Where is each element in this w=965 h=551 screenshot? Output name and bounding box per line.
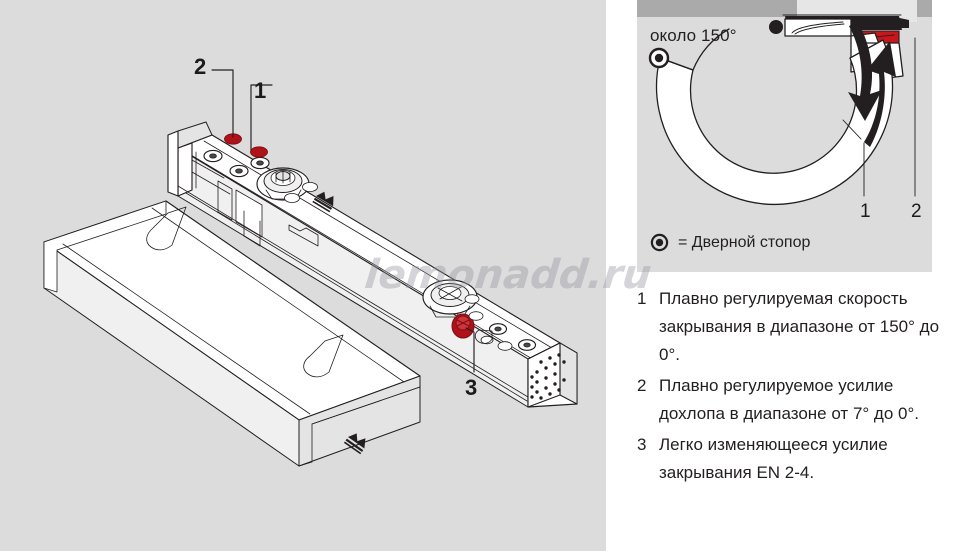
right-end-cap	[527, 342, 578, 408]
adjustment-screws	[203, 149, 270, 178]
callout-3-left: 3	[465, 375, 478, 400]
leader-lines-right	[863, 37, 916, 197]
perforation-grid	[530, 353, 566, 400]
callout-1-right: 1	[860, 201, 871, 222]
swing-arc-diagram: .aln { fill:none; stroke:#231f20; stroke…	[648, 14, 916, 206]
left-illustration-panel: .ln { fill:none; stroke:#231f20; stroke-…	[0, 0, 606, 551]
callout-2-left: 2	[194, 54, 207, 79]
door-stop-symbol-icon	[650, 233, 669, 252]
note-text: Легко изменяющееся усилие закрывания EN …	[659, 435, 888, 482]
force-adjust-screw-red	[451, 313, 475, 339]
note-text: Плавно регулируемое усилие дохлопа в диа…	[659, 376, 919, 423]
swing-arc-band	[655, 28, 894, 206]
note-item: 3 Легко изменяющееся усилие закрывания E…	[637, 431, 957, 487]
callout-2-right: 2	[911, 201, 922, 222]
note-number: 2	[637, 376, 647, 395]
swing-angle-label: около 150°	[650, 26, 737, 45]
note-number: 1	[637, 289, 647, 308]
pinion-housing	[256, 167, 310, 201]
notes-list: 1 Плавно регулируемая скорость закрывани…	[637, 285, 957, 490]
door-stop-marker	[648, 47, 670, 69]
brand-logo-channel	[343, 433, 366, 455]
callout-1-left: 1	[254, 78, 267, 103]
note-item: 2 Плавно регулируемое усилие дохлопа в д…	[637, 372, 957, 428]
cover-channel	[43, 200, 421, 467]
legend: = Дверной стопор	[650, 233, 810, 252]
brand-logo-body	[312, 191, 334, 213]
legend-label: = Дверной стопор	[678, 233, 811, 251]
note-item: 1 Плавно регулируемая скорость закрывани…	[637, 285, 957, 369]
door-closer-exploded-view: .ln { fill:none; stroke:#231f20; stroke-…	[43, 69, 578, 467]
note-number: 3	[637, 435, 647, 454]
swing-angle-panel: .aln { fill:none; stroke:#231f20; stroke…	[637, 0, 932, 272]
direction-arrows	[848, 22, 896, 147]
leader-lines-left	[211, 69, 475, 373]
note-text: Плавно регулируемая скорость закрывания …	[659, 289, 940, 364]
door-stop-dot-top	[769, 20, 783, 34]
closer-body	[167, 121, 578, 408]
port-1-red	[250, 146, 268, 158]
